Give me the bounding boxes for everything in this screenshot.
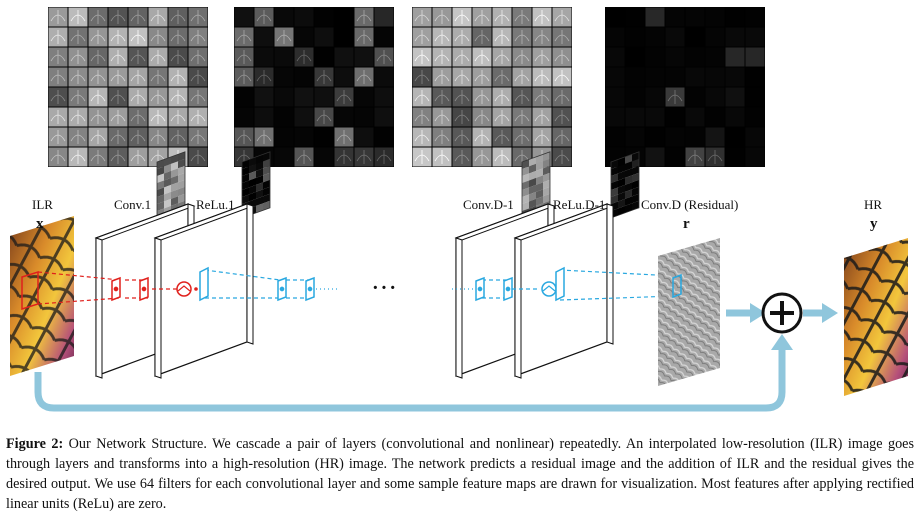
convd1-receptive-lines [452,269,676,301]
ilr-image [10,216,74,376]
conv1-receptive-lines [37,271,180,305]
conv1-filter-boxes [111,276,149,302]
relu1-label: ReLu.1 [196,197,235,212]
feature-map-relud1 [605,7,765,167]
relu1-node [176,281,198,297]
conv1-label: Conv.1 [114,197,152,212]
feature-map-convd1 [412,7,572,167]
skip-arrowhead [771,334,793,350]
caption-text: Our Network Structure. We cascade a pair… [6,436,915,512]
caption-label: Figure 2: [6,436,64,452]
figure-canvas [10,7,908,412]
relu1-receptive-lines [204,269,340,299]
ilr-label: ILR [32,197,53,212]
relu1-filter-boxes [199,266,315,302]
convd1-filter-boxes [475,266,565,302]
hr-label: HR [864,197,883,212]
relud1-label: ReLu.D-1 [553,197,606,212]
y-symbol: y [870,216,878,232]
feature-map-relu1 [234,7,394,167]
feature-map-conv1 [48,7,208,167]
ellipsis: ··· [372,277,399,299]
x-symbol: x [36,216,44,232]
r-symbol: r [683,216,690,232]
convd-label: Conv.D (Residual) [641,197,739,212]
sum-node [761,292,803,334]
convd1-label: Conv.D-1 [463,197,514,212]
layer-slabs [94,203,615,379]
figure-caption: Figure 2: Our Network Structure. We casc… [6,434,914,514]
network-figure: ILR x Conv.1 ReLu.1 Conv.D-1 ReLu.D-1 Co… [10,7,908,412]
skip-connection-arrow [34,346,786,412]
hr-image [844,238,908,396]
feature-thumbnail [610,151,640,219]
residual-image [658,238,720,386]
